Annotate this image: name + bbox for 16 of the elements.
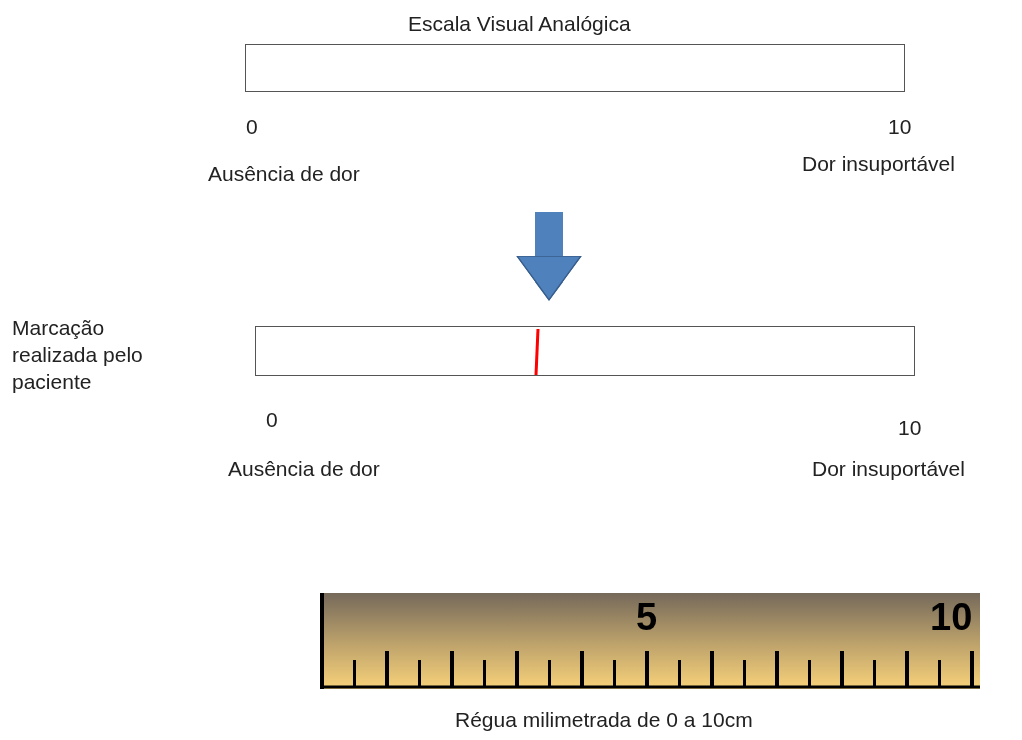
- scale-label: Dor insuportável: [802, 151, 955, 177]
- scale-label: Ausência de dor: [228, 456, 380, 482]
- scale-bar: [245, 44, 905, 92]
- scale-label: 0: [246, 114, 258, 140]
- block-arrow: [516, 212, 582, 301]
- side-note: Marcação realizada pelo paciente: [12, 315, 144, 395]
- scale-label: Ausência de dor: [208, 161, 360, 187]
- scale-title: Escala Visual Analógica: [408, 11, 631, 37]
- scale-bar: [255, 326, 915, 376]
- ruler-number: 10: [930, 596, 973, 638]
- ruler-caption: Régua milimetrada de 0 a 10cm: [455, 707, 753, 733]
- scale-label: 10: [888, 114, 912, 140]
- scale-label: 0: [266, 407, 278, 433]
- scale-label: 10: [898, 415, 922, 441]
- scale-label: Dor insuportável: [812, 456, 965, 482]
- ruler-number: 5: [636, 596, 658, 638]
